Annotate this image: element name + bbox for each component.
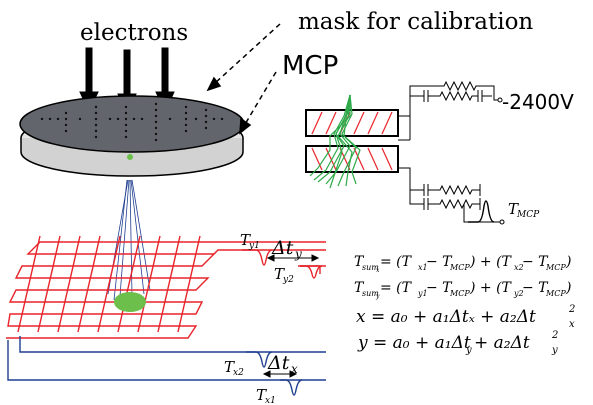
hv-circuit [398, 80, 505, 225]
svg-text:− T: − T [522, 254, 549, 270]
svg-text:+ a₂Δt: + a₂Δt [474, 333, 530, 353]
svg-text:y = a₀ + a₁Δt: y = a₀ + a₁Δt [357, 333, 471, 353]
svg-text:y: y [465, 345, 472, 356]
svg-text:) + (T: ) + (T [469, 254, 513, 270]
equation-sum-y: T sum y = (T y1 − T MCP ) + (T y2 − T MC… [354, 280, 571, 300]
svg-text:x: x [291, 362, 298, 376]
svg-text:− T: − T [522, 280, 549, 296]
svg-text:y2: y2 [282, 275, 294, 285]
svg-text:y: y [294, 247, 302, 261]
svg-text:T: T [354, 254, 365, 270]
svg-text:y: y [375, 293, 380, 300]
mcp-avalanche [309, 94, 361, 189]
svg-text:Δt: Δt [271, 237, 294, 259]
svg-text:Δt: Δt [267, 352, 290, 374]
electrons-label: electrons [80, 20, 188, 46]
svg-text:= (T: = (T [380, 280, 413, 296]
svg-text:2: 2 [551, 330, 558, 341]
svg-text:) + (T: ) + (T [469, 280, 513, 296]
equation-sum-x: T sum x = (T x1 − T MCP ) + (T x2 − T MC… [354, 254, 571, 274]
svg-text:2: 2 [568, 304, 575, 315]
svg-text:= (T: = (T [380, 254, 413, 270]
svg-text:y1: y1 [417, 289, 428, 298]
svg-text:− T: − T [426, 280, 453, 296]
svg-text:MCP: MCP [545, 289, 566, 298]
svg-text:MCP: MCP [449, 263, 470, 272]
svg-text:T: T [354, 280, 365, 296]
svg-text:sum: sum [362, 263, 379, 272]
svg-text:): ) [565, 254, 571, 270]
svg-text:y2: y2 [513, 289, 524, 298]
voltage-label: -2400V [502, 90, 574, 114]
anode-green-spot [114, 292, 146, 312]
tx1-label: T x1 [256, 386, 276, 405]
mcp-pointer [239, 71, 277, 135]
svg-text:x1: x1 [265, 396, 276, 405]
mask-holes [40, 102, 224, 142]
svg-text:x: x [569, 319, 575, 330]
mask-disk [19, 95, 245, 177]
equation-y: y = a₀ + a₁Δt y + a₂Δt 2 y [357, 330, 558, 356]
svg-text:T: T [508, 200, 519, 218]
svg-text:x: x [376, 267, 380, 274]
svg-text:MCP: MCP [516, 210, 540, 220]
mask-label: mask for calibration [298, 9, 533, 35]
svg-text:x = a₀ + a₁Δtₓ + a₂Δt: x = a₀ + a₁Δtₓ + a₂Δt [356, 307, 536, 327]
anode-pulses [242, 249, 323, 396]
dty-label: Δt y [271, 237, 302, 261]
svg-text:y1: y1 [248, 241, 260, 251]
mask-pointer [206, 23, 281, 92]
svg-text:T: T [240, 231, 251, 249]
ty2-label: T y2 [274, 265, 294, 285]
svg-text:T: T [256, 386, 267, 404]
svg-text:y: y [551, 345, 558, 356]
electron-cloud-lines [107, 179, 151, 301]
svg-text:T: T [224, 358, 235, 376]
svg-text:sum: sum [362, 289, 379, 298]
mcp-label: MCP [282, 51, 338, 81]
t-mcp-label: T MCP [508, 200, 540, 220]
tx2-label: T x2 [224, 358, 244, 378]
svg-text:): ) [565, 280, 571, 296]
delay-line-anode [6, 235, 326, 381]
svg-text:x2: x2 [514, 263, 524, 272]
svg-text:MCP: MCP [449, 289, 470, 298]
svg-text:− T: − T [426, 254, 453, 270]
svg-text:T: T [274, 265, 285, 283]
svg-text:x1: x1 [418, 263, 428, 272]
svg-text:x2: x2 [233, 368, 244, 378]
dtx-label: Δt x [267, 352, 298, 376]
disk-green-spot [127, 154, 133, 160]
svg-text:MCP: MCP [545, 263, 566, 272]
ty1-label: T y1 [240, 231, 260, 251]
mcp-stack [305, 94, 399, 189]
equation-x: x = a₀ + a₁Δtₓ + a₂Δt 2 x [356, 304, 575, 330]
delta-t-arrows [262, 254, 320, 378]
